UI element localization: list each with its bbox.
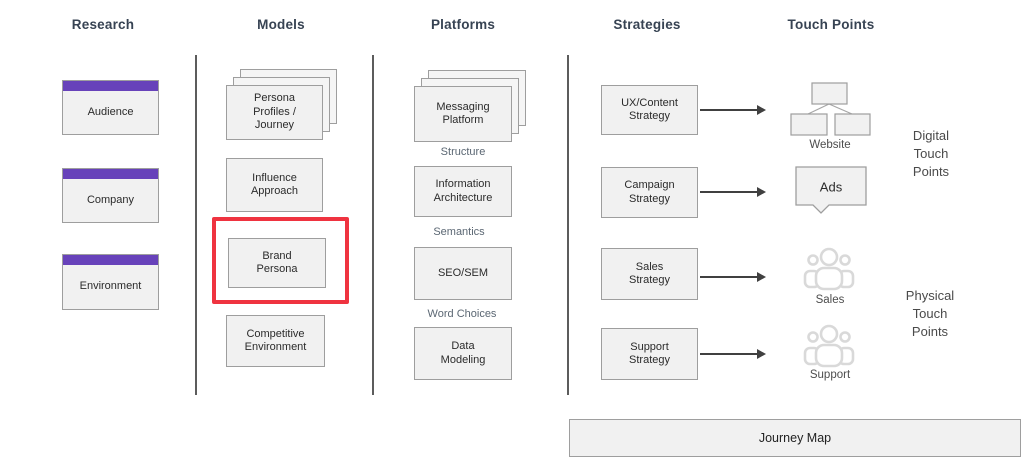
sublabel-structure: Structure bbox=[440, 146, 486, 158]
column-divider bbox=[372, 55, 374, 395]
column-header-platforms: Platforms bbox=[430, 17, 496, 32]
box-audience: Audience bbox=[62, 80, 159, 135]
box-campaign-strategy: Campaign Strategy bbox=[601, 167, 698, 218]
box-support-strategy: Support Strategy bbox=[601, 328, 698, 380]
people-group-icon-sales bbox=[803, 247, 855, 291]
sublabel-semantics: Semantics bbox=[433, 226, 485, 238]
box-brand-persona: Brand Persona bbox=[228, 238, 326, 288]
box-sales-strategy: Sales Strategy bbox=[601, 248, 698, 300]
box-information-architecture: Information Architecture bbox=[414, 166, 512, 217]
box-environment: Environment bbox=[62, 254, 159, 310]
column-header-research: Research bbox=[71, 17, 135, 32]
box-persona-profiles-journey: Persona Profiles / Journey bbox=[226, 85, 323, 140]
touchpoint-label-website: Website bbox=[809, 139, 851, 151]
box-messaging-platform: Messaging Platform bbox=[414, 86, 512, 142]
column-header-models: Models bbox=[257, 17, 305, 32]
column-divider bbox=[567, 55, 569, 395]
purple-cap-bar bbox=[63, 169, 158, 179]
box-competitive-environment: Competitive Environment bbox=[226, 315, 325, 367]
box-company: Company bbox=[62, 168, 159, 223]
purple-cap-bar bbox=[63, 81, 158, 91]
arrow-support-to-support bbox=[700, 349, 766, 358]
touchpoint-label-support: Support bbox=[809, 369, 851, 381]
sitemap-icon bbox=[790, 82, 871, 136]
ads-callout-icon bbox=[795, 166, 867, 214]
arrow-sales-to-sales bbox=[700, 272, 766, 281]
people-group-icon-support bbox=[803, 324, 855, 368]
highlight-frame-brand-persona bbox=[212, 217, 349, 304]
box-label: Company bbox=[86, 193, 135, 206]
arrow-campaign-to-ads bbox=[700, 187, 766, 196]
box-label: Audience bbox=[87, 105, 134, 118]
group-label-digital-touch-points: Digital Touch Points bbox=[912, 128, 950, 179]
purple-cap-bar bbox=[63, 255, 158, 265]
box-data-modeling: Data Modeling bbox=[414, 327, 512, 380]
touchpoint-label-ads: Ads bbox=[819, 179, 843, 195]
touchpoint-label-sales: Sales bbox=[815, 294, 845, 306]
column-divider bbox=[195, 55, 197, 395]
box-ux-content-strategy: UX/Content Strategy bbox=[601, 85, 698, 135]
group-label-physical-touch-points: Physical Touch Points bbox=[905, 288, 955, 339]
arrow-ux-to-website bbox=[700, 105, 766, 114]
column-header-strategies: Strategies bbox=[613, 17, 681, 32]
column-header-touch-points: Touch Points bbox=[787, 17, 875, 32]
box-influence-approach: Influence Approach bbox=[226, 158, 323, 212]
sublabel-word-choices: Word Choices bbox=[427, 308, 497, 320]
box-label: Environment bbox=[79, 280, 142, 293]
journey-map-label: Journey Map bbox=[758, 431, 832, 445]
journey-map-bar: Journey Map bbox=[569, 419, 1021, 457]
box-seo-sem: SEO/SEM bbox=[414, 247, 512, 300]
